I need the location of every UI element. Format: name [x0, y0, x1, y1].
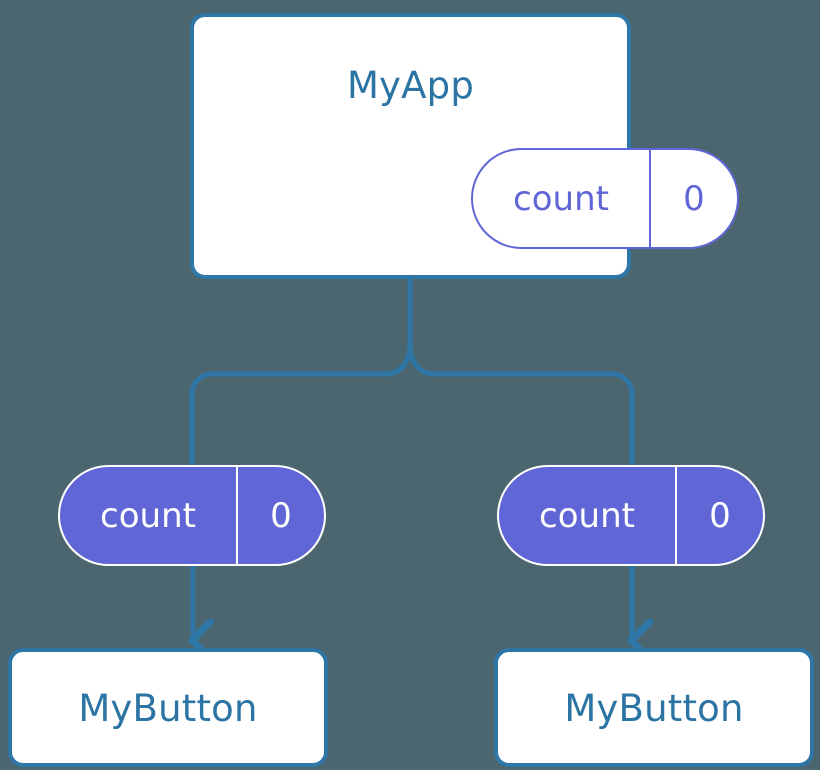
state-pill-right[interactable]: count 0 — [497, 465, 765, 566]
component-title-mybutton-left: MyButton — [78, 687, 258, 730]
right-fork-connector — [407, 341, 635, 466]
component-box-myapp[interactable]: MyApp count 0 — [190, 13, 739, 279]
state-pill-value: 0 — [675, 467, 763, 564]
state-pill-key: count — [513, 178, 609, 219]
state-pill-value: 0 — [649, 150, 737, 247]
component-box-mybutton-right[interactable]: MyButton — [494, 648, 814, 767]
left-fork-connector — [189, 341, 413, 466]
component-box-mybutton-left[interactable]: MyButton — [8, 648, 328, 767]
state-pill-key: count — [100, 495, 196, 536]
component-title-myapp: MyApp — [346, 64, 475, 107]
state-pill-key: count — [539, 495, 635, 536]
state-pill-value: 0 — [236, 467, 324, 564]
state-pill-myapp[interactable]: count 0 — [471, 148, 739, 249]
component-title-mybutton-right: MyButton — [564, 687, 744, 730]
state-pill-left[interactable]: count 0 — [58, 465, 326, 566]
